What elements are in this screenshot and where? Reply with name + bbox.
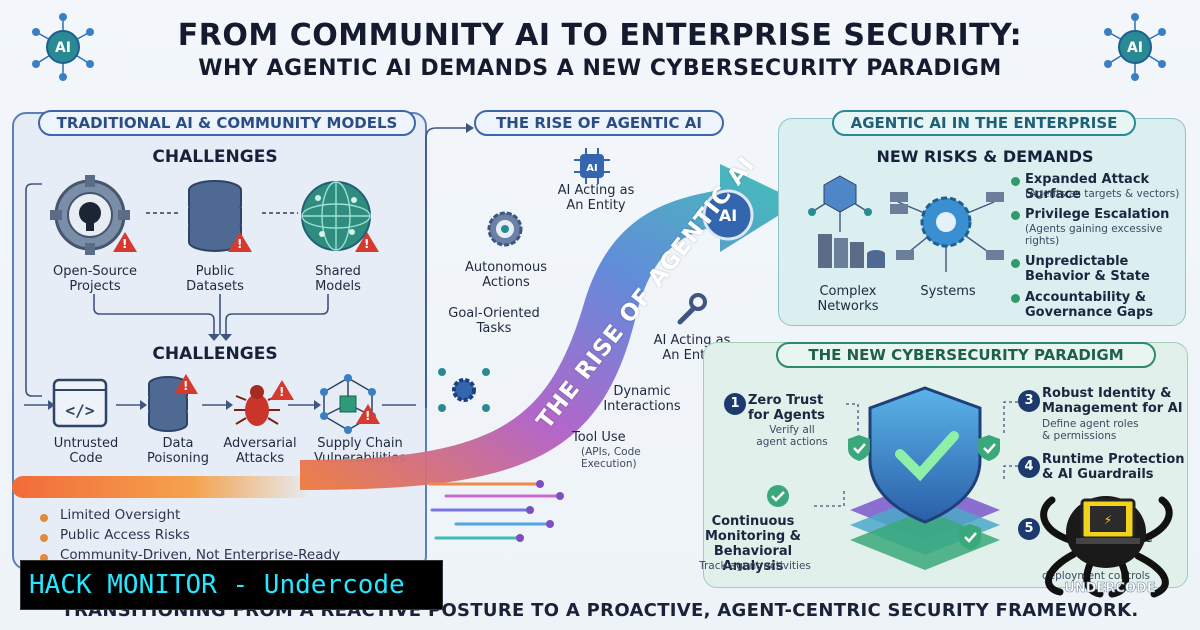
enterprise-subheader: NEW RISKS & DEMANDS: [876, 147, 1094, 166]
ai-chip-icon: AI: [574, 148, 610, 184]
robust-identity-sub: Define agent roles & permissions: [1042, 418, 1139, 442]
data-poisoning-label: Data Poisoning: [146, 436, 209, 466]
continuous-monitoring-title: Continuous Monitoring & Behavioral Analy…: [704, 514, 801, 574]
expanded-attack-surface: Expanded Attack Surface: [1025, 172, 1150, 202]
rise-goal-label: Goal-Oriented Tasks: [448, 306, 540, 336]
svg-text:AI: AI: [586, 163, 597, 174]
risk-community-driven: Community-Driven, Not Enterprise-Ready: [60, 547, 341, 563]
robust-identity-title: Robust Identity & Management for AI: [1042, 386, 1183, 416]
ai-network-badge-left-icon: AI: [32, 13, 94, 81]
bug-icon: [234, 385, 280, 426]
paradigm-number-3: 3: [1018, 390, 1040, 412]
privilege-escalation: Privilege Escalation: [1025, 207, 1170, 222]
rise-connector: [425, 123, 474, 408]
untrusted-code-label: Untrusted Code: [53, 436, 119, 466]
risk-bullet: [1011, 211, 1020, 220]
warning-icon: !: [113, 232, 137, 252]
unpredictable-behavior: Unpredictable Behavior & State: [1025, 254, 1150, 284]
rise-header: THE RISE OF AGENTIC AI: [474, 110, 724, 136]
convergence-arrows: [93, 294, 329, 341]
rise-ai-badge: AI: [719, 206, 737, 225]
challenges-heading-bottom: CHALLENGES: [152, 344, 278, 364]
paradigm-number-4: 4: [1018, 456, 1040, 478]
warning-icon: !: [355, 232, 379, 252]
shared-models-label: Shared Models: [315, 264, 361, 294]
globe-network-icon: [301, 181, 371, 251]
code-window-icon: </>: [52, 378, 108, 428]
logo-wordmark: UNDERCODE: [1064, 581, 1155, 596]
rise-tool-use-label: Tool Use: [572, 430, 626, 445]
github-gear-icon: [50, 175, 130, 255]
warning-icon: !: [356, 404, 380, 424]
privilege-escalation-sub: (Agents gaining excessive rights): [1025, 223, 1163, 247]
public-datasets-label: Public Datasets: [186, 264, 244, 294]
undercode-octopus-logo: ⚡ UNDERCODE: [1040, 496, 1173, 598]
complex-networks-label: Complex Networks: [817, 284, 879, 314]
ai-badge-text: AI: [1127, 40, 1143, 56]
ai-network-badge-right-icon: AI: [1104, 13, 1166, 81]
adversarial-attacks-label: Adversarial Attacks: [223, 436, 297, 466]
network-cube-icon: [320, 374, 376, 434]
risk-limited-oversight: Limited Oversight: [60, 507, 181, 523]
accountability-gaps: Accountability & Governance Gaps: [1025, 290, 1154, 320]
svg-text:</>: </>: [66, 401, 95, 420]
traditional-ai-header: TRADITIONAL AI & COMMUNITY MODELS: [38, 110, 416, 136]
risk-bullet: [1011, 259, 1020, 268]
rise-autonomous-label: Autonomous Actions: [464, 260, 547, 290]
systems-label: Systems: [920, 284, 976, 299]
database-icon: [148, 376, 188, 432]
open-source-projects-label: Open-Source Projects: [52, 264, 138, 294]
flow-arrows-row: [24, 400, 416, 410]
expanded-attack-surface-sub: (Agents as targets & vectors): [1025, 188, 1180, 200]
paradigm-number-1: 1: [724, 393, 746, 415]
paradigm-header: THE NEW CYBERSECURITY PARADIGM: [776, 342, 1156, 368]
warning-icon: !: [174, 374, 198, 394]
page-subtitle: WHY AGENTIC AI DEMANDS A NEW CYBERSECURI…: [198, 56, 1002, 81]
wrench-icon: [677, 293, 707, 325]
rise-ai-entity-label: AI Acting as An Entity: [557, 183, 635, 213]
gear-network-icon: [438, 368, 490, 412]
loop-connector: [25, 183, 42, 397]
svg-text:⚡: ⚡: [1104, 513, 1112, 527]
continuous-monitoring-sub: Track agent activities: [699, 560, 811, 572]
ai-badge-text: AI: [55, 40, 71, 56]
zero-trust-title: Zero Trust for Agents: [748, 393, 825, 423]
challenges-heading-top: CHALLENGES: [152, 147, 278, 167]
target-gear-icon: [487, 211, 523, 247]
warning-icon: !: [228, 232, 252, 252]
rise-tool-use-sub: (APIs, Code Execution): [581, 446, 641, 470]
mini-shield-icon: [978, 435, 1000, 461]
rising-arrow: AI: [300, 164, 800, 490]
paradigm-number-5: 5: [1018, 518, 1040, 540]
paradigm-connectors: [814, 401, 1018, 507]
enterprise-header: AGENTIC AI IN THE ENTERPRISE: [832, 110, 1136, 136]
risk-bullet: [40, 554, 48, 562]
enterprise-network-diagram: [808, 175, 1004, 272]
transition-streak: [12, 476, 312, 498]
warning-icon: !: [270, 380, 294, 400]
security-shield-stack: [850, 386, 1000, 570]
page-title: FROM COMMUNITY AI TO ENTERPRISE SECURITY…: [177, 18, 1023, 53]
risk-bullet: [1011, 294, 1020, 303]
risk-bullet: [40, 514, 48, 522]
runtime-protection-title: Runtime Protection & AI Guardrails: [1042, 452, 1185, 482]
risk-public-access: Public Access Risks: [60, 527, 190, 543]
connector-dashed: [146, 212, 298, 214]
circuit-lines: [428, 480, 564, 542]
check-circle-icon: [767, 485, 789, 507]
mini-shield-icon: [848, 435, 870, 461]
risk-bullet: [1011, 177, 1020, 186]
risk-bullet: [40, 534, 48, 542]
mini-shield-icon: [959, 524, 981, 550]
rise-dynamic-label: Dynamic Interactions: [603, 384, 681, 414]
hack-monitor-watermark: HACK MONITOR - Undercode: [20, 560, 443, 610]
enterprise-panel: [778, 118, 1186, 326]
zero-trust-sub: Verify all agent actions: [756, 424, 828, 448]
